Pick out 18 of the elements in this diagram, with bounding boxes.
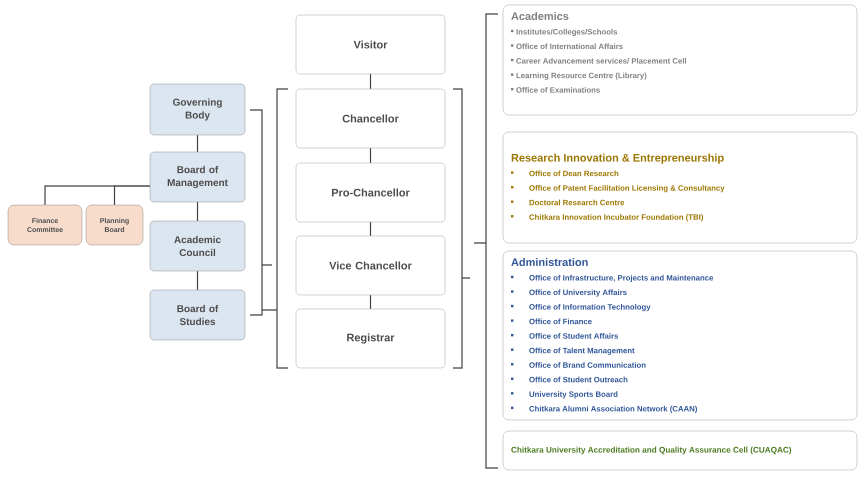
connector-line — [370, 74, 372, 89]
office-box: Vice Chancellor — [296, 236, 446, 296]
connector-line — [370, 295, 372, 309]
board-box: Board of Management — [150, 152, 246, 202]
office-box: Pro-Chancellor — [296, 162, 446, 222]
office-box: Chancellor — [296, 88, 446, 148]
office-box: Registrar — [296, 308, 446, 368]
connector-line — [114, 185, 150, 205]
connector-line — [196, 202, 198, 221]
connector-line — [196, 271, 198, 290]
department-card: Chitkara University Accreditation and Quality Assurance Cell (CUAQAC) — [502, 430, 858, 470]
board-box: Academic Council — [150, 220, 246, 272]
board-box: Governing Body — [150, 84, 246, 136]
connector-line — [370, 222, 372, 236]
board-box: Board of Studies — [150, 290, 246, 340]
connector-line — [196, 135, 198, 152]
connector-line — [370, 148, 372, 163]
office-box: Visitor — [296, 14, 446, 74]
